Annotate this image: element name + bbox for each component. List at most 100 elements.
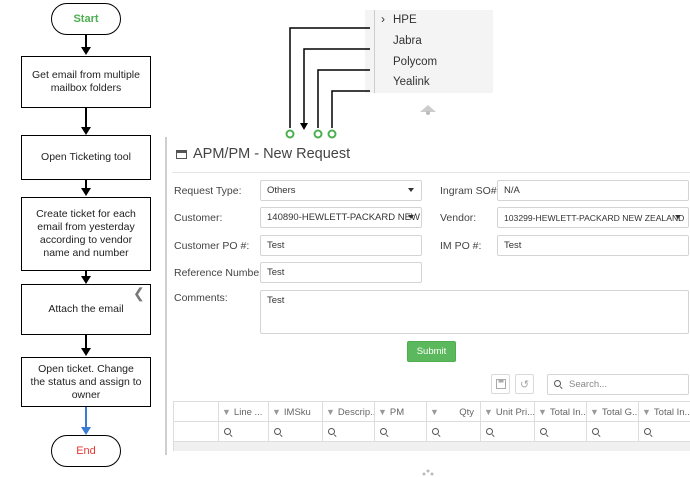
vendor-value: 103299-HEWLETT-PACKARD NEW ZEALAND <box>504 212 685 223</box>
flow-connector <box>85 180 87 189</box>
title-divider <box>172 172 690 173</box>
search-icon <box>592 427 601 437</box>
grid-column-header[interactable]: ▼Descrip... <box>323 402 375 422</box>
flow-arrowhead <box>81 47 91 55</box>
comments-textarea[interactable]: Test <box>260 290 689 334</box>
save-icon[interactable] <box>491 374 510 394</box>
ingram-so-field[interactable]: N/A <box>497 180 689 201</box>
undo-icon[interactable]: ↺ <box>515 374 534 394</box>
grid-column-header[interactable]: ▼Unit Pri... <box>481 402 535 422</box>
grid-filter-cell[interactable] <box>219 422 269 442</box>
step-label: Open ticket. Change the status and assig… <box>30 362 142 401</box>
grid-column-header[interactable]: ▼Total G... <box>587 402 639 422</box>
filter-icon[interactable]: ▼ <box>642 407 651 417</box>
search-icon <box>644 427 653 437</box>
reference-number-value: Test <box>267 267 285 278</box>
filter-icon[interactable]: ▼ <box>326 407 335 417</box>
flow-arrowhead <box>81 188 91 196</box>
step-label: Create ticket for each email from yester… <box>36 208 136 259</box>
flow-connector <box>85 407 87 428</box>
column-label: IMSku <box>283 406 311 418</box>
vendor-option-hpe[interactable]: HPE <box>393 14 417 26</box>
im-po-label: IM PO #: <box>440 240 482 252</box>
grid-filter-cell[interactable] <box>587 422 639 442</box>
customer-po-label: Customer PO #: <box>174 240 250 252</box>
filter-icon[interactable]: ▼ <box>222 407 231 417</box>
filter-icon[interactable]: ▼ <box>378 407 387 417</box>
reference-number-field[interactable]: Test <box>260 262 422 283</box>
grid-column-header[interactable]: ▼PM <box>375 402 427 422</box>
column-label: Unit Pri... <box>495 406 535 418</box>
grid-filter-cell[interactable] <box>375 422 427 442</box>
filter-icon[interactable]: ▼ <box>430 407 439 417</box>
vendor-connector-lines <box>285 27 370 139</box>
filter-icon[interactable]: ▼ <box>272 407 281 417</box>
grid-column-header[interactable]: ▼Line ... <box>219 402 269 422</box>
comments-label: Comments: <box>174 292 228 304</box>
grid-filter-cell[interactable] <box>427 422 481 442</box>
chevron-up-icon[interactable] <box>418 102 438 116</box>
calendar-icon <box>176 150 187 159</box>
flowchart-end-node: End <box>51 435 121 467</box>
customer-value: 140890-HEWLETT-PACKARD NEW ... <box>267 212 422 223</box>
panel-left-border <box>165 137 167 455</box>
step-label: Attach the email <box>48 303 124 315</box>
search-icon <box>274 427 283 437</box>
column-label: Qty <box>459 406 474 418</box>
grid-column-header[interactable]: ▼Total In... <box>639 402 690 422</box>
flow-arrowhead <box>81 427 91 435</box>
vendor-option-polycom[interactable]: Polycom <box>393 56 438 68</box>
search-icon <box>380 427 389 437</box>
column-label: Total In... <box>653 406 690 418</box>
grid-column-header[interactable]: ▼Total In... <box>535 402 587 422</box>
grid-row-selector-header <box>174 402 219 422</box>
grid-filter-cell[interactable] <box>323 422 375 442</box>
flowchart-step-get-email: Get email from multiple mailbox folders <box>21 56 151 108</box>
grid-search-input[interactable]: Search... <box>547 374 689 395</box>
vendor-label: Vendor: <box>440 212 477 224</box>
page-title-text: APM/PM - New Request <box>193 146 351 162</box>
request-type-label: Request Type: <box>174 185 242 197</box>
column-label: Total G... <box>601 406 639 418</box>
collapse-panel-icon[interactable]: ❮ <box>133 285 145 301</box>
line-items-grid: ▼Line ... ▼IMSku ▼Descrip... ▼PM ▼Qty ▼U… <box>173 401 690 451</box>
grid-filter-cell[interactable] <box>481 422 535 442</box>
filter-icon[interactable]: ▼ <box>538 407 547 417</box>
column-label: Total In... <box>549 406 587 418</box>
flow-arrowhead <box>81 127 91 135</box>
flow-connector <box>85 271 87 277</box>
customer-select[interactable]: 140890-HEWLETT-PACKARD NEW ... <box>260 207 422 228</box>
grid-horizontal-scrollbar[interactable] <box>174 442 690 451</box>
caret-down-icon <box>675 215 681 219</box>
vendor-option-yealink[interactable]: Yealink <box>393 76 430 88</box>
grid-filter-cell[interactable] <box>269 422 323 442</box>
search-icon <box>224 427 233 437</box>
filter-icon[interactable]: ▼ <box>484 407 493 417</box>
grid-filter-cell[interactable] <box>535 422 587 442</box>
search-icon <box>328 427 337 437</box>
vendor-option-jabra[interactable]: Jabra <box>393 35 422 47</box>
search-icon <box>540 427 549 437</box>
grid-filter-cell[interactable] <box>639 422 690 442</box>
customer-po-value: Test <box>267 240 285 251</box>
reference-number-label: Reference Number: <box>174 267 266 279</box>
caret-down-icon <box>408 215 414 219</box>
caret-down-icon <box>408 188 414 192</box>
filter-icon[interactable]: ▼ <box>590 407 599 417</box>
im-po-field[interactable]: Test <box>497 235 689 256</box>
grid-filter-cell <box>174 422 219 442</box>
ingram-so-value: N/A <box>504 185 520 196</box>
grid-column-header[interactable]: ▼IMSku <box>269 402 323 422</box>
column-label: Descrip... <box>337 406 375 418</box>
search-icon <box>486 427 495 437</box>
customer-po-field[interactable]: Test <box>260 235 422 256</box>
vendor-select[interactable]: 103299-HEWLETT-PACKARD NEW ZEALAND <box>497 207 689 228</box>
flow-connector <box>85 108 87 128</box>
submit-button[interactable]: Submit <box>407 341 456 362</box>
request-type-select[interactable]: Others <box>260 180 422 201</box>
ingram-so-label: Ingram SO#: <box>440 185 500 197</box>
flowchart-step-open-ticketing: Open Ticketing tool <box>21 135 151 180</box>
grid-column-header[interactable]: ▼ Qty <box>427 402 481 422</box>
column-label: Line ... <box>233 406 263 418</box>
vendor-dropdown-list: › HPE Jabra Polycom Yealink <box>365 10 493 93</box>
